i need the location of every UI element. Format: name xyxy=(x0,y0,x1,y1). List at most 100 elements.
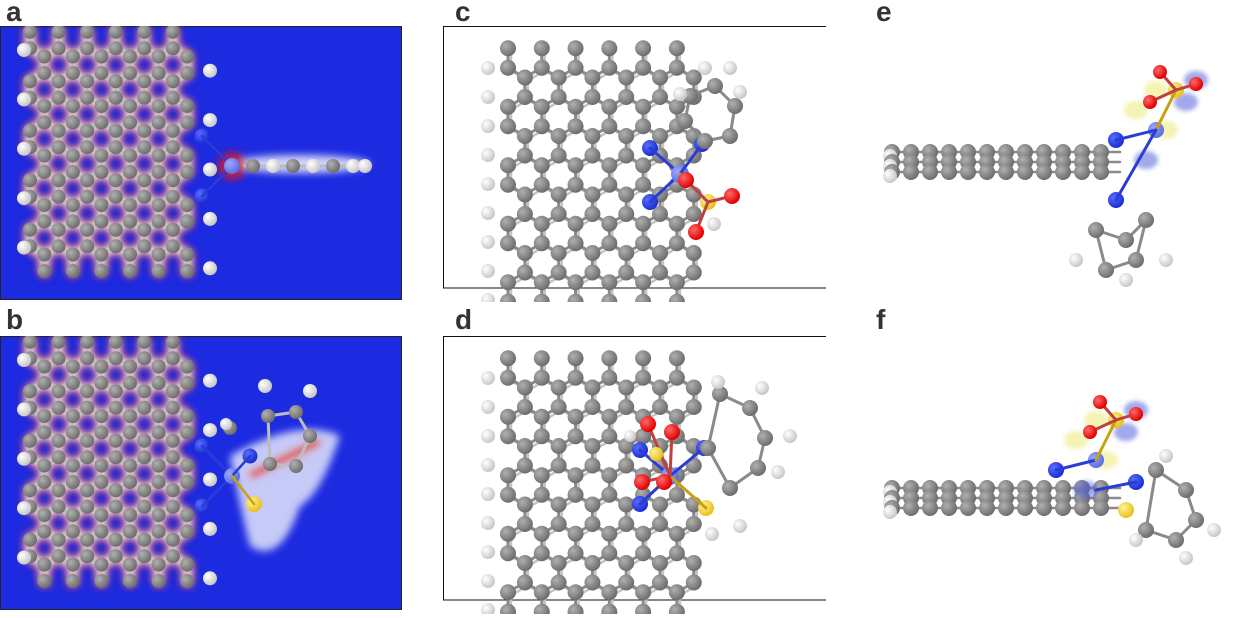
carbon-atom xyxy=(80,41,95,56)
carbon-atom xyxy=(1178,482,1194,498)
panel-d-structure xyxy=(440,336,826,614)
carbon-atom xyxy=(567,118,584,135)
carbon-atom xyxy=(903,164,919,180)
carbon-atom xyxy=(180,425,195,440)
carbon-atom xyxy=(960,500,976,516)
carbon-atom xyxy=(635,176,652,193)
carbon-atom xyxy=(979,164,995,180)
hydrogen-atom xyxy=(481,293,495,302)
carbon-atom xyxy=(533,235,550,252)
hydrogen-atom xyxy=(481,574,495,588)
coordination-bond xyxy=(1114,128,1158,202)
carbon-atom xyxy=(165,483,180,498)
carbon-atom xyxy=(289,405,303,419)
carbon-atom xyxy=(37,247,52,262)
carbon-atom xyxy=(668,215,685,232)
carbon-atom xyxy=(1118,232,1134,248)
carbon-atom xyxy=(500,176,516,193)
carbon-atom xyxy=(601,545,618,562)
carbon-atom xyxy=(500,40,516,57)
carbon-atom xyxy=(51,483,66,498)
carbon-atom xyxy=(108,41,123,56)
carbon-atom xyxy=(51,499,66,514)
carbon-atom xyxy=(37,66,52,80)
carbon-atom xyxy=(37,458,52,473)
carbon-atom xyxy=(601,467,618,484)
hydrogen-atom xyxy=(17,550,31,565)
carbon-atom xyxy=(108,74,123,89)
carbon-atom xyxy=(51,74,66,89)
carbon-atom xyxy=(151,264,166,278)
carbon-atom xyxy=(108,90,123,105)
carbon-atom xyxy=(550,89,567,105)
carbon-atom xyxy=(123,425,138,440)
carbon-atom xyxy=(51,222,66,237)
carbon-atom xyxy=(165,549,180,564)
carbon-atom xyxy=(165,90,180,105)
carbon-atom xyxy=(151,115,166,130)
carbon-atom xyxy=(618,186,635,203)
carbon-atom xyxy=(246,159,260,173)
carbon-atom xyxy=(651,555,668,571)
carbon-atom xyxy=(263,457,277,471)
carbon-atom xyxy=(584,245,601,261)
coordination-bond xyxy=(1094,480,1138,492)
carbon-atom xyxy=(635,215,652,232)
hydrogen-atom xyxy=(481,264,495,278)
hydrogen-atom xyxy=(203,472,217,487)
panel-b-charge-map xyxy=(0,336,402,610)
hydrogen-atom xyxy=(17,43,31,57)
carbon-atom xyxy=(108,384,123,399)
carbon-atom xyxy=(108,483,123,498)
carbon-atom xyxy=(584,574,601,591)
carbon-atom xyxy=(550,516,567,532)
carbon-atom xyxy=(635,59,652,76)
carbon-atom xyxy=(516,147,533,164)
carbon-atom xyxy=(51,450,66,465)
carbon-atom xyxy=(151,214,166,229)
carbon-atom xyxy=(65,198,80,212)
hydrogen-atom xyxy=(17,501,31,516)
carbon-atom xyxy=(1017,500,1033,516)
carbon-atom xyxy=(23,173,37,188)
carbon-atom xyxy=(550,264,567,281)
carbon-atom xyxy=(1138,212,1154,228)
carbon-atom xyxy=(677,113,693,129)
carbon-atom xyxy=(123,508,138,522)
carbon-atom xyxy=(533,428,550,445)
carbon-atom xyxy=(37,165,52,179)
bond xyxy=(1154,88,1178,132)
carbon-atom xyxy=(80,74,95,89)
carbon-atom xyxy=(108,400,123,415)
carbon-atom xyxy=(601,118,618,135)
carbon-atom xyxy=(533,157,550,174)
carbon-atom xyxy=(80,26,95,39)
carbon-atom xyxy=(601,584,618,601)
carbon-atom xyxy=(37,574,52,588)
carbon-atom xyxy=(635,428,652,445)
carbon-atom xyxy=(137,549,152,564)
carbon-atom xyxy=(23,222,37,237)
carbon-atom xyxy=(584,147,601,164)
carbon-atom xyxy=(165,351,180,366)
bond xyxy=(266,414,272,466)
carbon-atom xyxy=(80,384,95,399)
hydrogen-atom xyxy=(481,487,495,501)
hydrogen-atom xyxy=(883,505,897,519)
oxygen-atom xyxy=(724,188,740,204)
carbon-atom xyxy=(123,247,138,262)
map-background xyxy=(0,336,402,610)
hydrogen-atom xyxy=(733,85,747,99)
carbon-atom xyxy=(37,508,52,522)
carbon-atom xyxy=(516,574,533,591)
carbon-atom xyxy=(180,66,195,80)
carbon-atom xyxy=(65,557,80,572)
carbon-atom xyxy=(601,293,618,302)
carbon-atom xyxy=(567,369,584,386)
carbon-atom xyxy=(37,425,52,440)
carbon-atom xyxy=(180,49,195,64)
hydrogen-atom xyxy=(481,545,495,559)
carbon-atom xyxy=(180,524,195,539)
hydrogen-atom xyxy=(1179,551,1193,565)
carbon-atom xyxy=(37,359,52,374)
